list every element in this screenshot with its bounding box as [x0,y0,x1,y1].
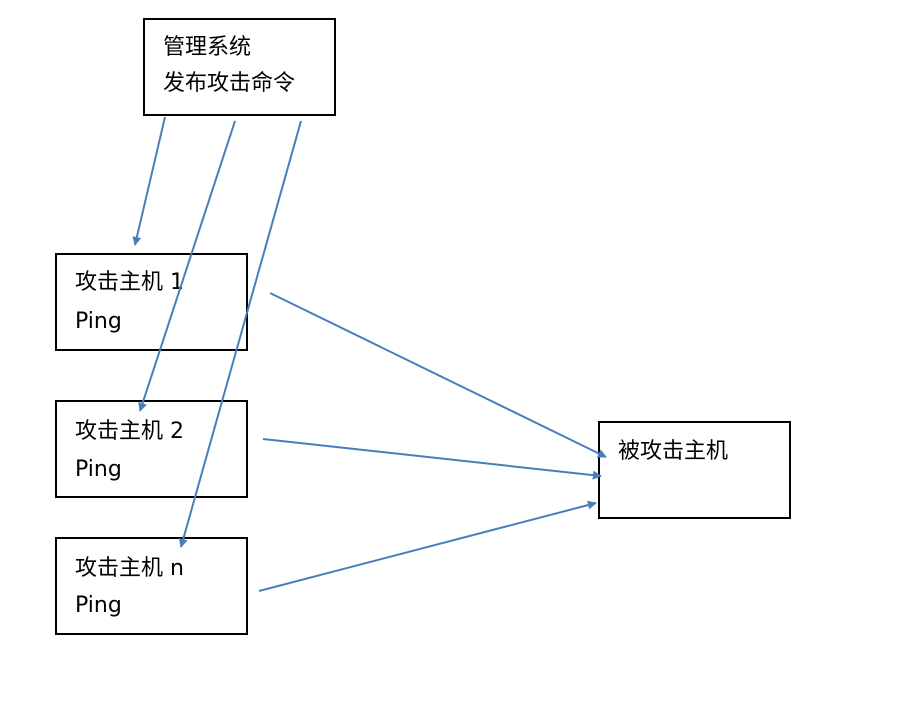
management-system-box: 管理系统 发布攻击命令 [143,18,336,116]
target-host-box: 被攻击主机 [598,421,791,519]
target-host-title: 被攻击主机 [618,439,729,464]
attack-host-n-box: 攻击主机 n Ping [55,537,248,635]
command-arrow-to-host-1 [132,116,166,246]
attack-host-1-title: 攻击主机 1 [75,270,184,295]
attack-host-2-title: 攻击主机 2 [75,419,184,444]
command-arrow-to-host-2 [138,120,236,412]
issue-attack-command-label: 发布攻击命令 [163,71,296,96]
attack-arrow-host-2-to-target [262,438,602,480]
management-system-label: 管理系统 [163,35,252,60]
attack-host-1-ping: Ping [75,309,122,334]
attack-host-2-ping: Ping [75,457,122,482]
attack-host-2-box: 攻击主机 2 Ping [55,400,248,498]
attack-arrow-host-n-to-target [258,500,597,592]
attack-host-1-box: 攻击主机 1 Ping [55,253,248,351]
attack-host-n-ping: Ping [75,593,122,618]
command-arrow-to-host-n [178,120,302,548]
attack-arrow-host-1-to-target [269,292,607,458]
attack-host-n-title: 攻击主机 n [75,556,184,581]
